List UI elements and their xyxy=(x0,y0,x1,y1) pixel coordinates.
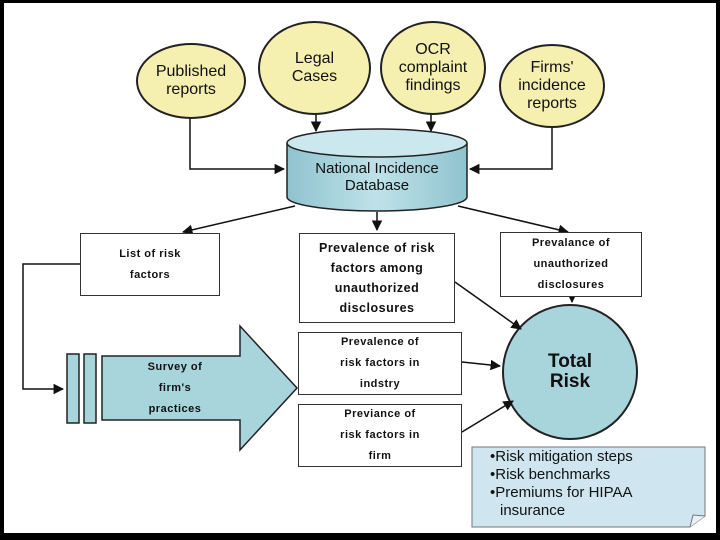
total-risk-label: Total Risk xyxy=(548,351,592,392)
source-legal-cases-label: Legal Cases xyxy=(291,50,338,85)
box-risk-factors-label: List of risk factors xyxy=(119,247,181,281)
box-prevalence-firm-label: Previance of risk factors in firm xyxy=(340,408,420,462)
link-db-to-risk-factors xyxy=(181,205,296,235)
survey-bar-1 xyxy=(66,353,80,424)
total-risk-circle xyxy=(502,304,638,440)
source-ocr-findings-label: OCR complaint findings xyxy=(398,41,468,94)
source-firms-reports-label: Firms' incidence reports xyxy=(518,59,586,112)
database-label: National Incidence Database xyxy=(315,160,439,194)
box-prevalence-disclosures-label: Prevalance of unauthorized disclosures xyxy=(531,237,611,291)
source-legal-cases: Legal Cases xyxy=(258,21,371,115)
outputs-item: •Premiums for HIPAA xyxy=(490,484,633,501)
source-firms-reports: Firms' incidence reports xyxy=(499,44,605,128)
link-industry-to-total xyxy=(461,359,502,371)
box-prevalence-unauthorized: Prevalence of risk factors among unautho… xyxy=(299,233,455,323)
source-published-reports: Published reports xyxy=(136,43,246,119)
box-prevalence-industry-label: Prevalence of risk factors in indstry xyxy=(340,336,420,390)
survey-arrow xyxy=(101,324,299,452)
outputs-item: •Risk benchmarks xyxy=(490,466,611,483)
link-published-to-db xyxy=(189,101,286,175)
box-prevalence-industry: Prevalence of risk factors in indstry xyxy=(298,332,462,395)
link-risk-factors-to-survey xyxy=(22,263,80,395)
database-cylinder xyxy=(286,128,468,212)
source-published-reports-label: Published reports xyxy=(155,63,227,98)
link-firm-to-total xyxy=(461,400,514,433)
box-prevalence-disclosures: Prevalance of unauthorized disclosures xyxy=(500,232,642,297)
survey-bar-2 xyxy=(83,353,97,424)
outputs-item: •Risk mitigation steps xyxy=(490,448,633,465)
link-prevalence-to-total xyxy=(454,281,522,330)
link-db-to-disclosures xyxy=(457,205,570,235)
box-risk-factors: List of risk factors xyxy=(80,233,220,296)
box-prevalence-unauthorized-label: Prevalence of risk factors among unautho… xyxy=(318,241,435,315)
source-ocr-findings: OCR complaint findings xyxy=(380,21,486,115)
link-firms-to-db xyxy=(468,108,553,175)
outputs-item: insurance xyxy=(500,502,566,519)
box-prevalence-firm: Previance of risk factors in firm xyxy=(298,404,462,467)
survey-label: Survey of firm's practices xyxy=(147,360,203,415)
outputs-list: •Risk mitigation steps •Risk benchmarks … xyxy=(490,448,633,520)
